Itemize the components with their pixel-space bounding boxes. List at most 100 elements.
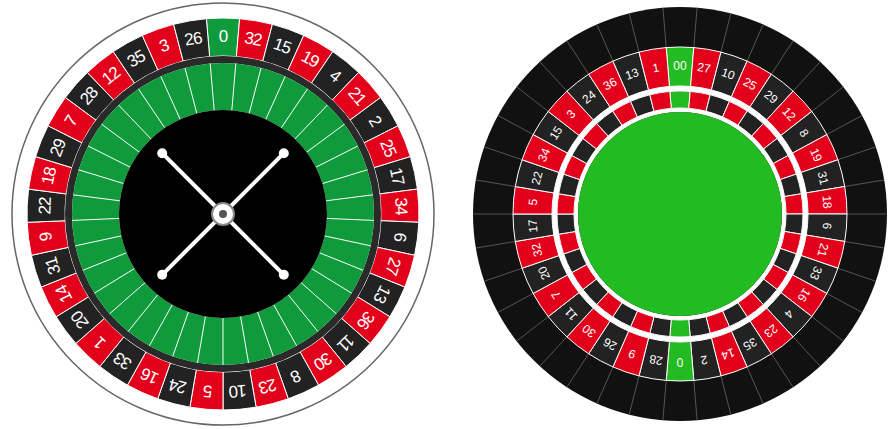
pocket-divider bbox=[94, 269, 134, 294]
wheel-center bbox=[119, 110, 327, 318]
pocket-number: 3 bbox=[564, 107, 577, 120]
pocket-number: 9 bbox=[627, 347, 637, 361]
pocket-divider bbox=[197, 317, 205, 363]
pocket-number: 14 bbox=[720, 346, 737, 362]
pocket-divider bbox=[476, 241, 515, 248]
pocket-number: 6 bbox=[391, 231, 409, 242]
pocket-divider bbox=[312, 269, 352, 294]
arm-knob bbox=[157, 148, 167, 158]
pocket-number: 7 bbox=[549, 289, 563, 301]
wheel-center bbox=[578, 112, 782, 316]
pocket-divider bbox=[241, 317, 249, 363]
pocket-divider bbox=[102, 124, 140, 152]
pocket-divider bbox=[540, 337, 567, 366]
pocket-divider bbox=[473, 214, 513, 215]
pocket-number: 7 bbox=[62, 113, 81, 129]
pocket-number: 10 bbox=[229, 382, 247, 400]
pocket-number: 31 bbox=[42, 256, 63, 277]
number-pocket bbox=[639, 48, 669, 90]
pocket-divider bbox=[288, 295, 318, 332]
pocket-number: 32 bbox=[243, 29, 263, 49]
ball-pocket bbox=[785, 194, 803, 214]
pocket-number: 5 bbox=[526, 198, 539, 206]
pocket-number: 20 bbox=[68, 308, 92, 332]
pocket-divider bbox=[517, 317, 549, 342]
number-pocket bbox=[174, 19, 210, 61]
green-ring bbox=[72, 63, 374, 365]
number-pocket bbox=[374, 157, 417, 194]
pocket-number: 12 bbox=[99, 64, 123, 88]
turret-arm bbox=[223, 153, 284, 214]
pocket-number: 3 bbox=[157, 37, 171, 56]
pocket-divider bbox=[597, 24, 613, 61]
arm-knob bbox=[279, 270, 289, 280]
pocket-divider bbox=[793, 337, 820, 366]
pocket-divider bbox=[629, 376, 639, 415]
pocket-divider bbox=[567, 41, 589, 74]
pocket-divider bbox=[72, 218, 119, 220]
number-pocket bbox=[223, 370, 256, 410]
ball-pocket bbox=[785, 214, 803, 234]
ball-pocket bbox=[557, 194, 575, 214]
turret-arm bbox=[223, 214, 284, 275]
number-pocket bbox=[666, 342, 694, 381]
pocket-divider bbox=[484, 147, 522, 160]
pocket-number: 11 bbox=[562, 306, 579, 323]
pocket-divider bbox=[320, 253, 364, 271]
pocket-divider bbox=[771, 41, 793, 74]
pocket-number: 19 bbox=[298, 47, 321, 70]
pocket-divider bbox=[79, 170, 124, 184]
pocket-divider bbox=[161, 76, 180, 119]
pocket-divider bbox=[326, 195, 373, 201]
pocket-number: 1 bbox=[91, 333, 109, 351]
pocket-number: 29 bbox=[762, 88, 780, 106]
pocket-number: 28 bbox=[77, 84, 101, 108]
pocket-number: 18 bbox=[821, 195, 834, 209]
pocket-divider bbox=[119, 105, 152, 139]
pocket-number: 13 bbox=[624, 66, 641, 82]
pocket-number: 34 bbox=[536, 146, 552, 163]
pocket-number: 24 bbox=[580, 88, 598, 106]
ball-pocket bbox=[650, 91, 671, 111]
pocket-number: 4 bbox=[782, 308, 795, 321]
pocket-number: 8 bbox=[797, 127, 811, 139]
european-wheel bbox=[12, 3, 434, 425]
pocket-number: 24 bbox=[168, 376, 189, 397]
pocket-number: 33 bbox=[807, 265, 823, 282]
wheel-rim bbox=[12, 3, 434, 425]
number-pocket bbox=[691, 338, 721, 380]
pocket-divider bbox=[771, 354, 793, 387]
pocket-number: 5 bbox=[203, 383, 213, 401]
pocket-number: 26 bbox=[601, 336, 618, 353]
pocket-divider bbox=[327, 218, 374, 220]
pocket-divider bbox=[295, 105, 328, 139]
pocket-divider bbox=[540, 62, 567, 91]
pocket-number: 34 bbox=[392, 198, 410, 216]
pocket-number: 35 bbox=[125, 47, 148, 70]
separator-ring bbox=[65, 56, 381, 372]
pocket-divider bbox=[629, 13, 639, 52]
pocket-divider bbox=[827, 293, 862, 312]
pocket-divider bbox=[322, 170, 367, 184]
pocket-number: 22 bbox=[529, 170, 544, 186]
pocket-number: 27 bbox=[697, 61, 712, 75]
pocket-divider bbox=[325, 236, 371, 246]
pocket-number: 11 bbox=[335, 331, 358, 354]
pocket-number: 00 bbox=[673, 60, 686, 72]
pocket-divider bbox=[812, 87, 844, 112]
pocket-number: 35 bbox=[742, 336, 759, 353]
pocket-number: 15 bbox=[271, 35, 293, 57]
pocket-divider bbox=[476, 180, 515, 187]
number-pocket bbox=[513, 214, 554, 241]
number-pocket bbox=[380, 189, 419, 222]
number-pocket bbox=[806, 187, 847, 214]
pocket-divider bbox=[793, 62, 820, 91]
pocket-number: 29 bbox=[47, 137, 69, 159]
pocket-divider bbox=[517, 87, 549, 112]
pocket-number: 30 bbox=[311, 350, 335, 374]
pocket-number: 26 bbox=[183, 29, 203, 49]
american-wheel bbox=[473, 7, 887, 421]
pocket-number: 14 bbox=[53, 283, 76, 306]
pocket-number: 31 bbox=[816, 170, 831, 186]
